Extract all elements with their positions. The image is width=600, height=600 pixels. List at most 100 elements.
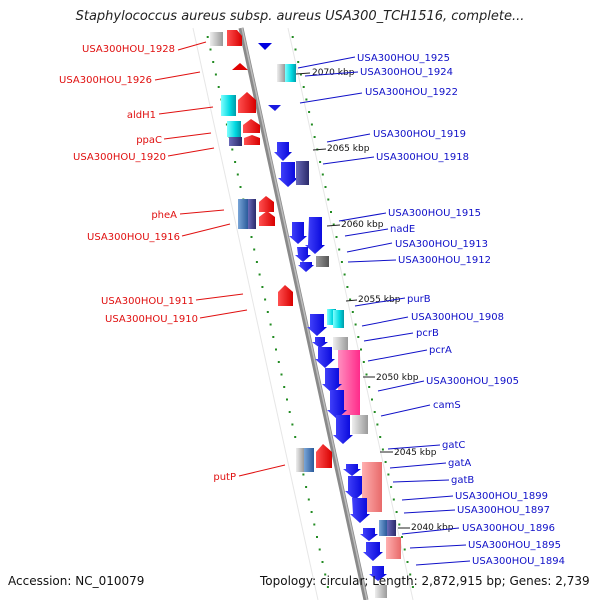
gene-label: USA300HOU_1908 (411, 312, 504, 323)
tick-mark (258, 273, 261, 276)
gene-block (316, 256, 329, 267)
gene-label: pcrB (416, 328, 439, 339)
tick-mark (346, 286, 349, 288)
gene-block (296, 448, 304, 472)
gene-label: USA300HOU_1916 (87, 232, 180, 243)
tick-mark (255, 261, 258, 263)
tick-mark (332, 223, 335, 226)
gene-label: nadE (390, 224, 415, 235)
gene-block (221, 95, 236, 116)
gene-arrow (333, 415, 353, 444)
tick-mark (365, 373, 368, 376)
gene-label: USA300HOU_1924 (360, 67, 453, 78)
gene-block (210, 32, 223, 46)
gene-block (387, 520, 396, 536)
gene-label: purB (407, 294, 431, 305)
kbp-marker: 2070 kbp (295, 68, 355, 78)
tick-mark (313, 523, 316, 526)
tick-mark (275, 348, 277, 351)
tick-mark (381, 448, 384, 451)
tick-mark (305, 486, 308, 488)
gene-arrow (298, 262, 314, 272)
gene-label: USA300HOU_1928 (82, 44, 175, 55)
gene-label: aldH1 (127, 110, 156, 121)
tick-mark (316, 536, 318, 538)
gene-arrow (268, 105, 281, 111)
tick-mark (376, 423, 379, 426)
tick-mark (349, 298, 352, 301)
tick-mark (330, 211, 332, 213)
gene-arrow (369, 566, 387, 581)
gene-label: USA300HOU_1913 (395, 239, 488, 250)
gene-label: ppaC (136, 135, 162, 146)
gene-block (375, 585, 387, 598)
tick-mark (291, 423, 294, 426)
gene-arrow (278, 285, 293, 306)
tick-mark (326, 586, 329, 588)
accession-text: Accession: NC_010079 (8, 574, 145, 588)
tick-mark (321, 173, 324, 176)
tick-mark (357, 336, 360, 338)
gene-block (229, 137, 242, 146)
gene-block (379, 520, 387, 536)
tick-mark (368, 386, 371, 388)
tick-mark (398, 523, 401, 526)
tick-trail-left (206, 36, 329, 588)
tick-mark (225, 123, 228, 126)
gene-block (327, 309, 336, 325)
kbp-label: 2050 kbp (376, 373, 419, 383)
kbp-label: 2045 kbp (394, 448, 437, 458)
gene-label: USA300HOU_1919 (373, 129, 466, 140)
gene-block (386, 537, 401, 559)
gene-block (227, 121, 241, 137)
tick-mark (266, 311, 269, 313)
tick-mark (324, 573, 327, 576)
tick-mark (212, 61, 215, 63)
page-title: Staphylococcus aureus subsp. aureus USA3… (75, 9, 525, 24)
gene-block (333, 310, 344, 328)
reverse-strand-genes (210, 30, 332, 472)
gene-arrow (307, 314, 327, 336)
tick-mark (409, 573, 412, 576)
kbp-label: 2040 kbp (411, 523, 454, 533)
gene-arrow (327, 390, 347, 419)
gene-block (285, 64, 296, 82)
gene-label: USA300HOU_1926 (59, 75, 152, 86)
gene-label: USA300HOU_1915 (388, 208, 481, 219)
gene-arrow (350, 498, 370, 523)
tick-mark (291, 36, 294, 38)
kbp-marker: 2040 kbp (398, 523, 454, 533)
kbp-markers: 2070 kbp 2065 kbp 2060 kbp 2055 kbp 2050… (295, 68, 454, 533)
gene-arrow (244, 135, 260, 145)
tick-mark (307, 498, 310, 501)
gene-label: pheA (151, 210, 177, 221)
tick-mark (360, 348, 362, 351)
tick-mark (327, 198, 330, 201)
kbp-marker: 2065 kbp (312, 144, 370, 154)
gene-label: USA300HOU_1910 (105, 314, 198, 325)
kbp-marker: 2060 kbp (326, 220, 384, 230)
gene-label: pcrA (429, 345, 452, 356)
gene-arrow (312, 337, 328, 348)
gene-label: USA300HOU_1918 (376, 152, 469, 163)
tick-mark (392, 498, 395, 501)
tick-mark (401, 536, 403, 538)
gene-arrow (289, 222, 307, 244)
tick-mark (297, 61, 300, 63)
tick-mark (318, 548, 321, 551)
gene-arrow (227, 30, 242, 46)
kbp-marker: 2055 kbp (345, 295, 401, 305)
gene-label: USA300HOU_1922 (365, 87, 458, 98)
gene-block (248, 199, 256, 229)
kbp-label: 2065 kbp (327, 144, 370, 154)
tick-mark (395, 511, 398, 513)
gene-label: gatC (442, 440, 465, 451)
gene-arrow (305, 217, 325, 254)
gene-arrow (274, 142, 292, 161)
tick-mark (209, 48, 212, 51)
tick-mark (390, 486, 393, 488)
tick-mark (379, 436, 382, 438)
tick-mark (373, 411, 376, 413)
forward-gene-labels: USA300HOU_1925 USA300HOU_1924 USA300HOU_… (357, 53, 565, 567)
